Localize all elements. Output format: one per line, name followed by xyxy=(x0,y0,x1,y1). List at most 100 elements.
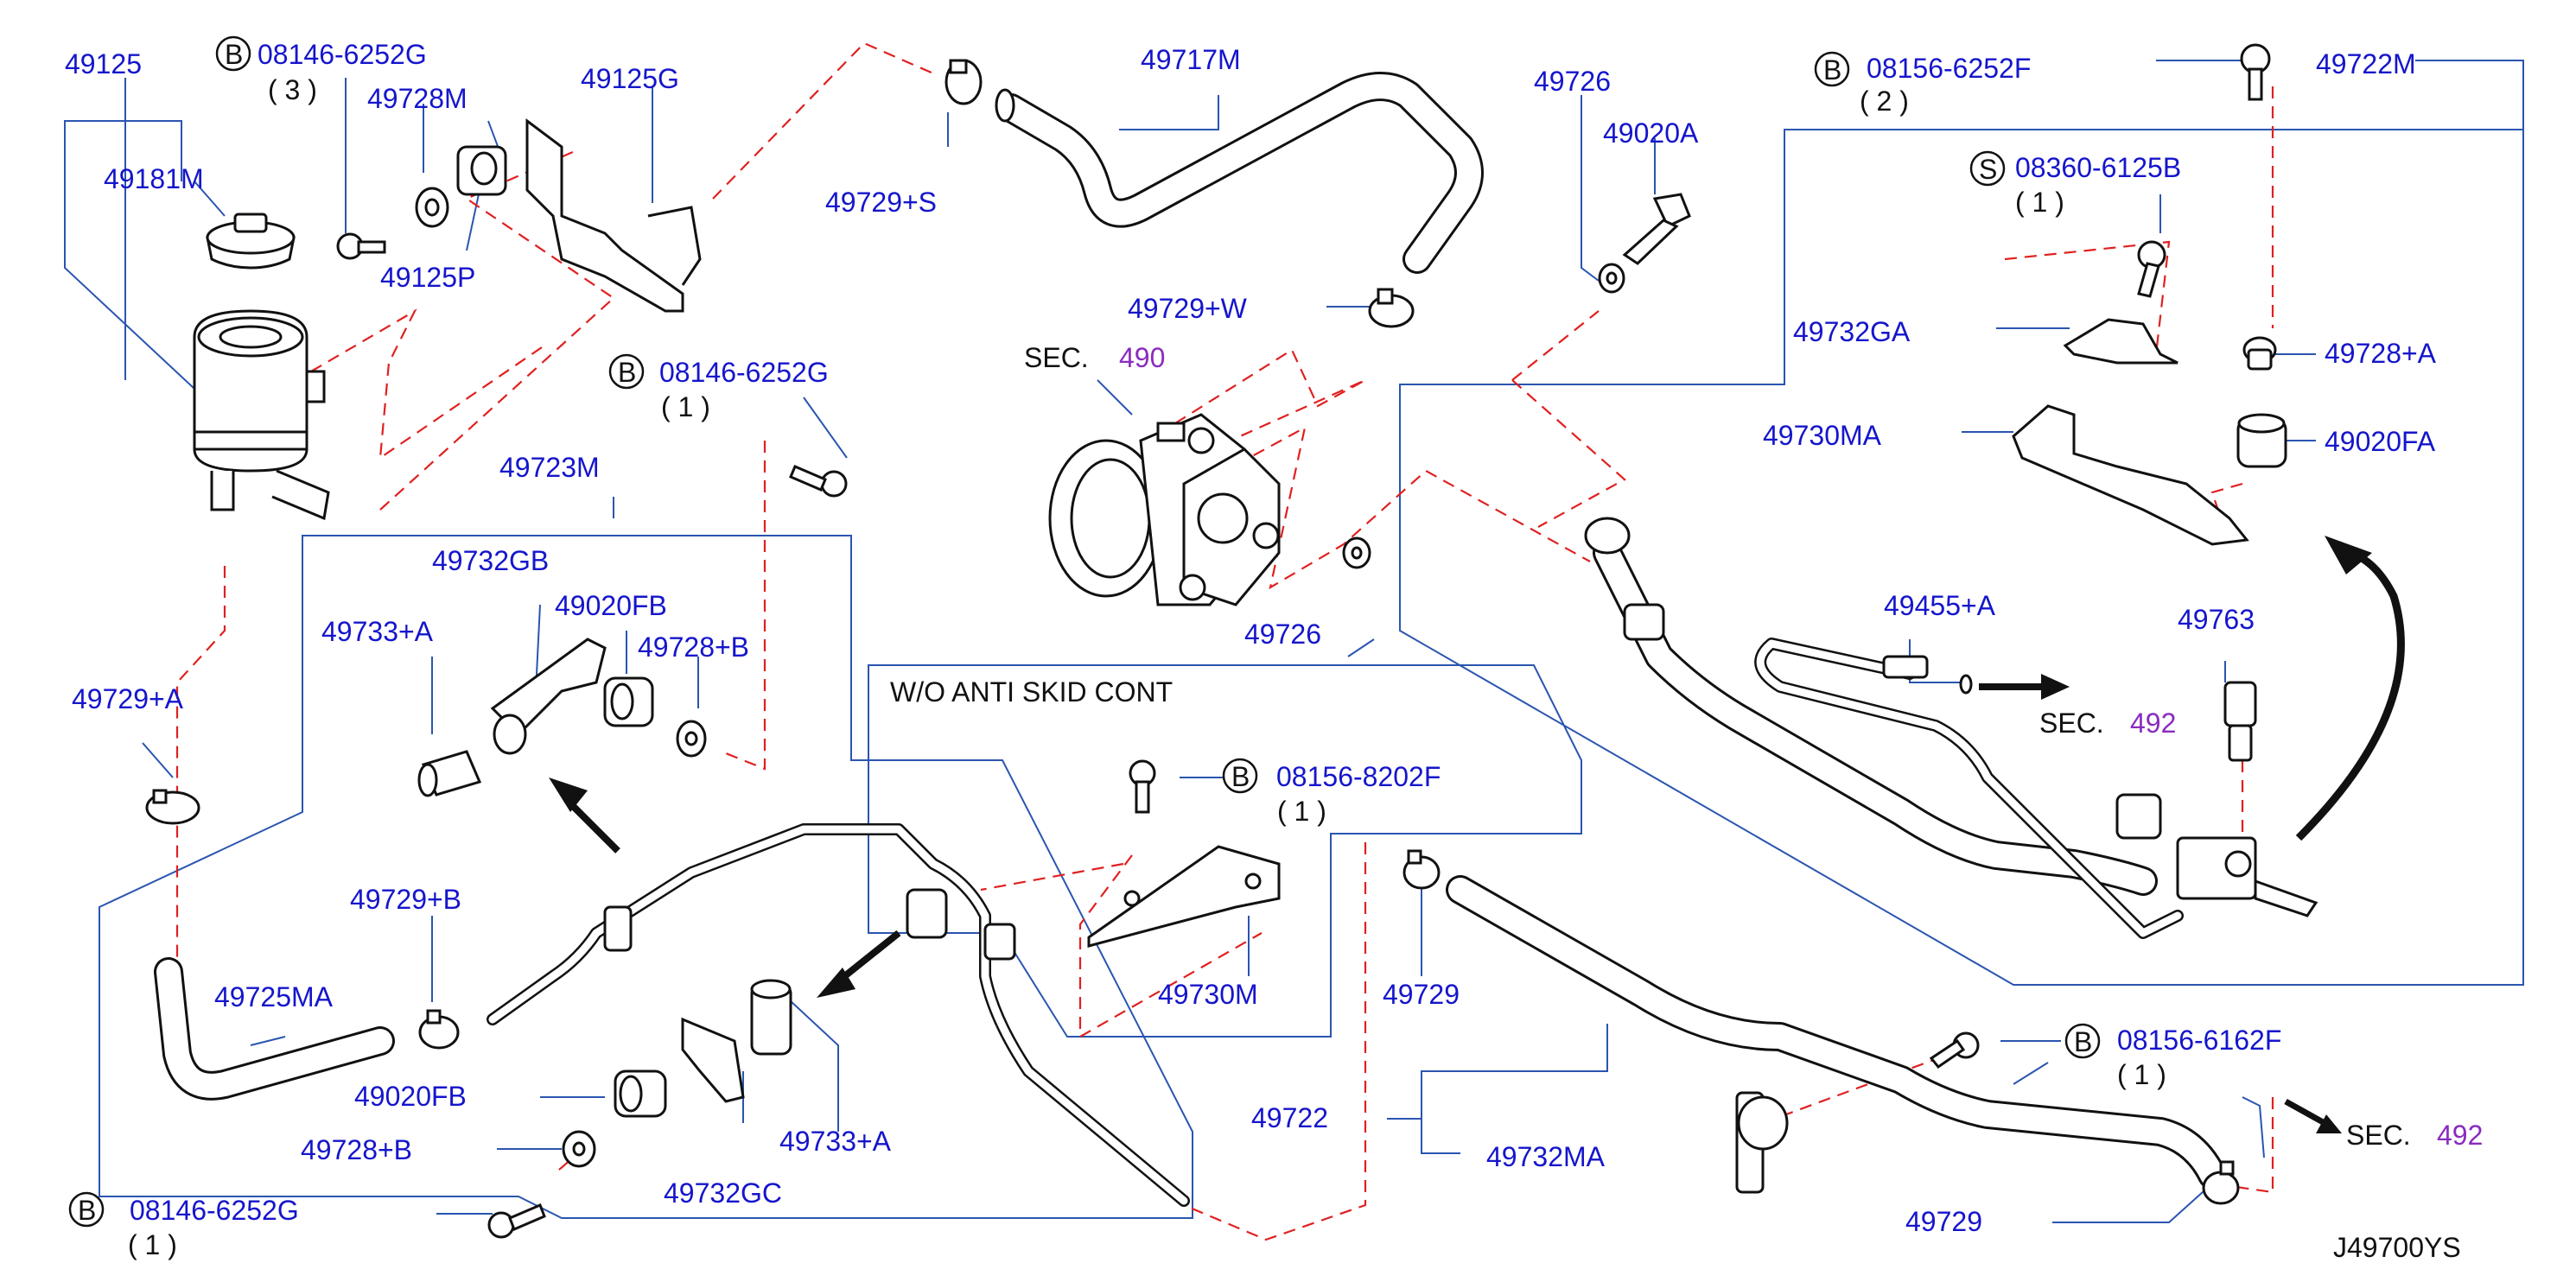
b-badge-4 xyxy=(1222,758,1258,794)
bolt-icon-f xyxy=(2240,43,2271,101)
bracket-49125G xyxy=(525,118,702,313)
sec-label-492-b: SEC. xyxy=(2346,1120,2411,1151)
qty-1-c: ( 1 ) xyxy=(1277,796,1326,827)
label-08156-8202F: 08156-8202F xyxy=(1276,761,1441,792)
bolt-49020A xyxy=(1622,193,1691,265)
b-badge-3-text: B xyxy=(78,1195,96,1226)
label-49717M: 49717M xyxy=(1141,44,1241,75)
b-badge-5-text: B xyxy=(2074,1026,2092,1057)
reservoir-tank xyxy=(193,309,330,521)
label-49729A: 49729+A xyxy=(72,683,184,714)
qty-1-d: ( 1 ) xyxy=(2117,1059,2166,1090)
bolt-icon-e xyxy=(1929,1031,1980,1069)
washer-49726b xyxy=(1342,536,1371,569)
direction-arrows xyxy=(549,536,2405,1133)
diagram-id: J49700YS xyxy=(2333,1232,2461,1263)
badges: B B B B B B S xyxy=(68,35,2101,1228)
label-08146-c: 08146-6252G xyxy=(130,1195,299,1226)
grommet-49728M xyxy=(415,187,449,228)
sec-num-492-a: 492 xyxy=(2130,708,2176,739)
b-badge-2-text: B xyxy=(618,357,636,388)
label-08156-6162F: 08156-6162F xyxy=(2117,1025,2281,1056)
label-49020FA: 49020FA xyxy=(2325,426,2436,457)
label-49020FB-a: 49020FB xyxy=(555,590,667,621)
pressure-hose-assembly xyxy=(1584,517,2318,939)
label-49728B-b: 49728+B xyxy=(301,1134,412,1165)
bracket-49732GA xyxy=(2063,318,2178,365)
b-badge-6-text: B xyxy=(1823,54,1841,86)
label-49728A: 49728+A xyxy=(2325,338,2437,369)
sec-label-490: SEC. xyxy=(1024,342,1089,373)
bracket-49732MA xyxy=(1735,1091,1789,1194)
return-pipe xyxy=(487,823,1190,1207)
sensor-49763 xyxy=(2223,681,2257,762)
label-49125G: 49125G xyxy=(581,63,679,94)
label-49732GA: 49732GA xyxy=(1793,316,1911,347)
sec-num-492-b: 492 xyxy=(2437,1120,2483,1151)
labels: 49125 49181M 08146-6252G ( 3 ) 49728M 49… xyxy=(65,39,2483,1263)
label-49726-b: 49726 xyxy=(1244,619,1321,650)
label-49020A: 49020A xyxy=(1603,117,1699,149)
b-badge-3 xyxy=(68,1191,105,1228)
clamp-49729a xyxy=(1402,849,1441,890)
label-49729-a: 49729 xyxy=(1383,979,1460,1010)
label-49020FB-b: 49020FB xyxy=(354,1081,467,1112)
label-49729B: 49729+B xyxy=(350,884,461,915)
label-49729S: 49729+S xyxy=(825,187,937,218)
label-49728M: 49728M xyxy=(367,83,467,114)
dashed-connection-lines xyxy=(175,41,2274,1241)
reservoir-cap xyxy=(206,213,296,270)
label-49125P: 49125P xyxy=(380,262,475,293)
bushing-49020FB-b xyxy=(614,1069,667,1118)
sleeve-49733A-b xyxy=(750,979,792,1056)
qty-1-b: ( 1 ) xyxy=(128,1229,177,1260)
leader-lines xyxy=(64,60,2524,1223)
bolt-icon-d xyxy=(1129,759,1156,814)
label-49729W: 49729+W xyxy=(1128,293,1248,324)
label-49723M: 49723M xyxy=(499,452,600,483)
b-badge-1 xyxy=(215,35,251,72)
label-49732MA: 49732MA xyxy=(1486,1141,1606,1172)
label-49763: 49763 xyxy=(2178,604,2255,635)
hose-49717M xyxy=(995,72,1484,274)
label-08146-b: 08146-6252G xyxy=(659,357,829,388)
label-49181M: 49181M xyxy=(104,163,204,194)
s-badge xyxy=(1969,150,2006,187)
bolt-icon-c xyxy=(487,1203,546,1239)
qty-3: ( 3 ) xyxy=(268,74,317,105)
label-49726-a: 49726 xyxy=(1534,66,1611,97)
washer-49726a xyxy=(1598,263,1625,294)
label-49730M: 49730M xyxy=(1158,979,1258,1010)
b-badge-2 xyxy=(608,353,645,390)
grommet-49728B-b xyxy=(562,1130,596,1168)
bushing-49125P xyxy=(456,145,507,196)
label-08360-6125B: 08360-6125B xyxy=(2015,152,2181,183)
grommet-49728A xyxy=(2242,336,2277,371)
s-badge-text: S xyxy=(1979,154,1997,185)
clamp-49729W xyxy=(1368,288,1415,328)
qty-2: ( 2 ) xyxy=(1860,86,1909,117)
box-note: W/O ANTI SKID CONT xyxy=(890,676,1173,708)
clamp-49729A xyxy=(145,789,200,825)
clamp-49729S xyxy=(945,59,983,105)
label-08146-a: 08146-6252G xyxy=(258,39,427,70)
label-49455A: 49455+A xyxy=(1884,590,1996,621)
bolt-icon-s xyxy=(2137,240,2166,298)
sec-label-492-a: SEC. xyxy=(2039,708,2104,739)
sleeve-49733A-a xyxy=(417,750,482,797)
label-49728B-a: 49728+B xyxy=(638,631,749,663)
hose-49725MA xyxy=(154,957,395,1101)
power-steering-pump xyxy=(1048,413,1281,606)
oring-49455A xyxy=(1959,674,1973,695)
clamp-49729B xyxy=(418,1009,460,1050)
bracket-49732GC xyxy=(681,1017,745,1103)
b-badge-4-text: B xyxy=(1231,761,1250,792)
sec-num-490: 490 xyxy=(1119,342,1165,373)
b-badge-5 xyxy=(2064,1023,2101,1059)
label-49725MA: 49725MA xyxy=(214,981,334,1012)
clamp-49729b xyxy=(2202,1160,2240,1205)
qty-1-e: ( 1 ) xyxy=(2015,187,2064,218)
bracket-49732GB xyxy=(490,638,607,755)
label-49732GB: 49732GB xyxy=(432,545,549,576)
label-08156-6252F: 08156-6252F xyxy=(1867,53,2031,84)
